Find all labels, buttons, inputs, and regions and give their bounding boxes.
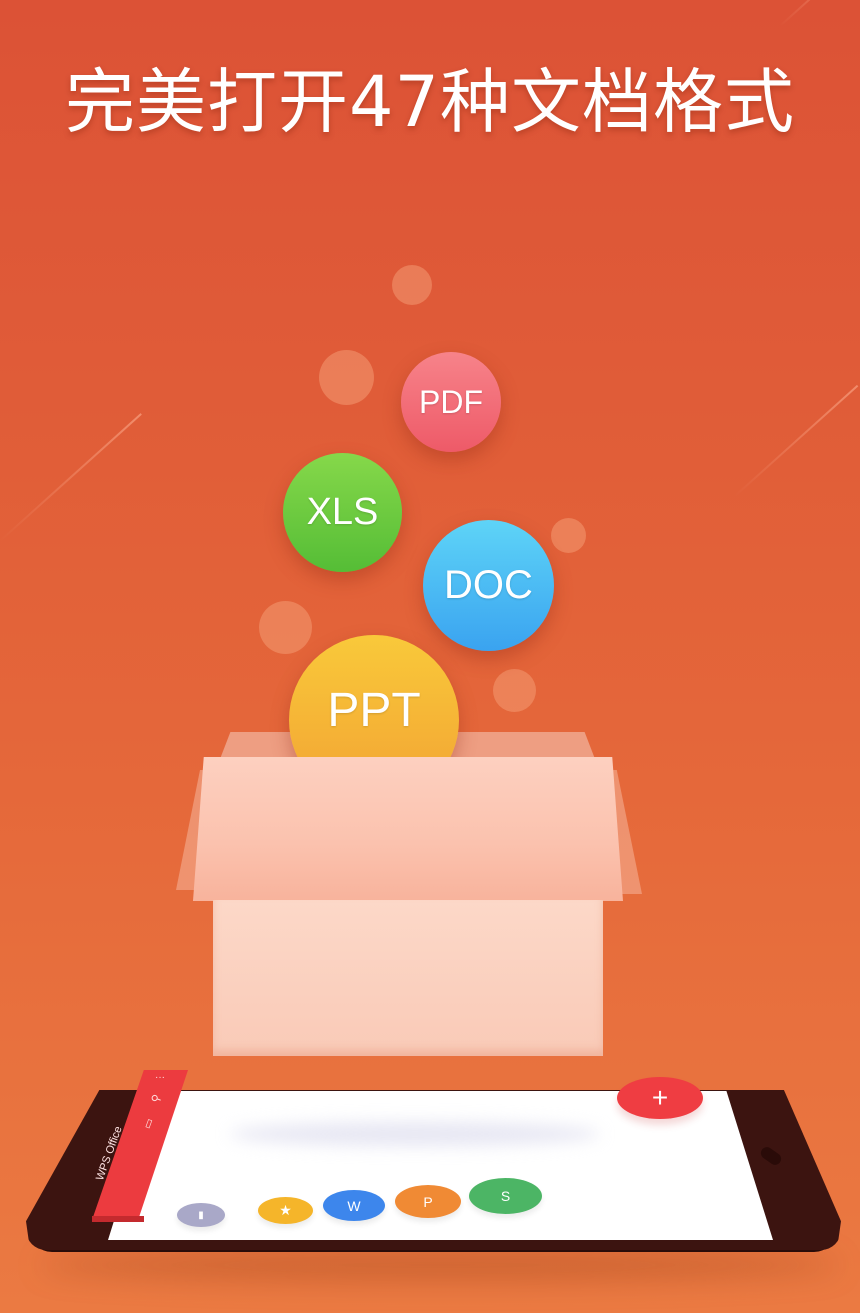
star-icon: ★ (279, 1202, 292, 1218)
bubble (259, 601, 312, 654)
xls-badge: XLS (283, 453, 402, 572)
ppt-label: PPT (327, 684, 421, 737)
doc-icon-starred[interactable]: ★ (258, 1197, 313, 1224)
doc-badge: DOC (423, 520, 554, 651)
doc-icon-writer[interactable]: W (323, 1190, 385, 1221)
light-streak-left (0, 413, 142, 542)
box-body (213, 900, 603, 1056)
presentation-icon: P (423, 1193, 433, 1210)
more-icon[interactable]: ··· (155, 1072, 165, 1083)
light-streak-right (734, 384, 859, 497)
bubble (551, 518, 586, 553)
add-document-button[interactable]: + (617, 1077, 703, 1119)
doc-icon-spreadsheet[interactable]: S (469, 1178, 542, 1214)
doc-label: DOC (444, 563, 533, 607)
doc-icon-other[interactable]: ▮ (177, 1203, 225, 1227)
light-streak-top (779, 0, 811, 27)
spreadsheet-icon: S (500, 1188, 511, 1204)
pdf-badge: PDF (401, 352, 501, 452)
headline: 完美打开47种文档格式 (64, 61, 796, 143)
bubble (493, 669, 536, 712)
file-icon: ▮ (198, 1209, 204, 1221)
bubble (319, 350, 374, 405)
screen-content-placeholder (230, 1122, 600, 1146)
app-sidebar-edge (92, 1216, 144, 1222)
box-lid (193, 757, 623, 901)
doc-icon-presentation[interactable]: P (395, 1185, 461, 1218)
xls-label: XLS (306, 491, 379, 533)
bubble (392, 265, 432, 305)
writer-icon: W (347, 1197, 361, 1214)
pdf-label: PDF (419, 383, 483, 420)
phone-shadow (40, 1250, 840, 1280)
